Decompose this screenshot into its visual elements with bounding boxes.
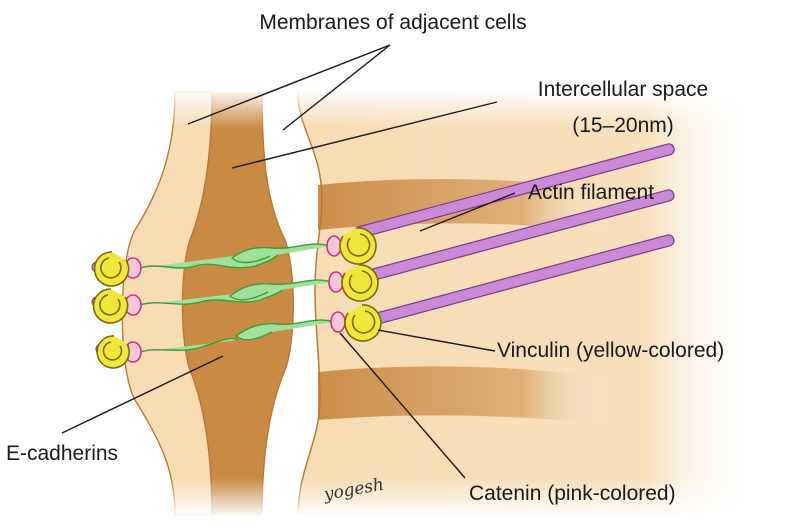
catenin (327, 236, 341, 256)
vinculin (95, 252, 129, 286)
bottom-fade (0, 478, 806, 518)
label-membranes: Membranes of adjacent cells (259, 11, 526, 34)
label-vinculin: Vinculin (yellow-colored) (497, 339, 724, 362)
label-e-cadherins: E-cadherins (6, 442, 118, 465)
label-intercellular-space-size: (15–20nm) (572, 114, 674, 137)
label-catenin: Catenin (pink-colored) (469, 482, 676, 505)
label-intercellular-space: Intercellular space (538, 78, 708, 101)
catenin (331, 312, 345, 332)
right-cell-cytoplasm (298, 92, 760, 515)
catenin (329, 272, 343, 292)
label-actin-filament: Actin filament (528, 181, 654, 204)
right-cell (298, 92, 760, 515)
